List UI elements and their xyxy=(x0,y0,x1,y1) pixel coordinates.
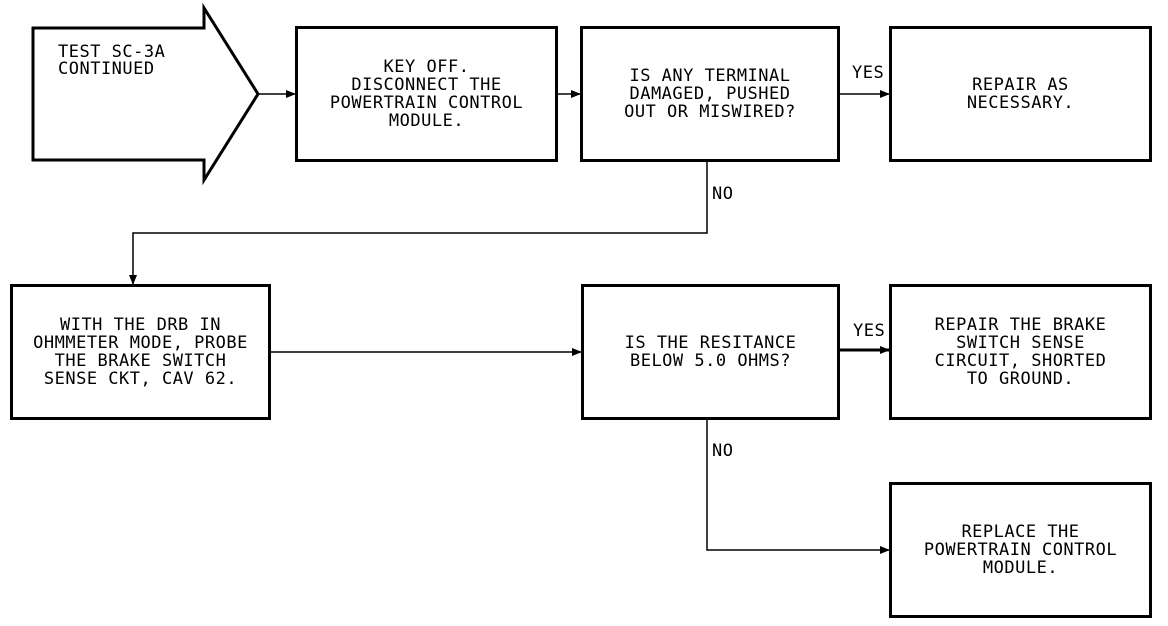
connector-question-no xyxy=(129,162,708,285)
start-arrow-shape xyxy=(31,2,260,186)
label-no-resistance: NO xyxy=(712,441,734,461)
start-label: TEST SC-3A CONTINUED xyxy=(58,42,166,79)
question-resistance: IS THE RESITANCE BELOW 5.0 OHMS? xyxy=(581,284,840,420)
question-terminal-damaged-text: IS ANY TERMINAL DAMAGED, PUSHED OUT OR M… xyxy=(624,66,796,122)
step-probe-circuit: WITH THE DRB IN OHMMETER MODE, PROBE THE… xyxy=(10,284,271,420)
step-repair-as-necessary: REPAIR AS NECESSARY. xyxy=(889,26,1152,162)
step-repair-brake-circuit: REPAIR THE BRAKE SWITCH SENSE CIRCUIT, S… xyxy=(889,284,1152,420)
step-key-off-text: KEY OFF. DISCONNECT THE POWERTRAIN CONTR… xyxy=(329,57,524,131)
step-replace-pcm-text: REPLACE THE POWERTRAIN CONTROL MODULE. xyxy=(923,522,1118,578)
label-yes-terminal: YES xyxy=(852,63,885,83)
step-repair-brake-circuit-text: REPAIR THE BRAKE SWITCH SENSE CIRCUIT, S… xyxy=(934,315,1107,389)
step-key-off: KEY OFF. DISCONNECT THE POWERTRAIN CONTR… xyxy=(295,26,558,162)
question-resistance-text: IS THE RESITANCE BELOW 5.0 OHMS? xyxy=(624,333,797,371)
step-replace-pcm: REPLACE THE POWERTRAIN CONTROL MODULE. xyxy=(889,482,1152,618)
step-repair-as-necessary-text: REPAIR AS NECESSARY. xyxy=(966,75,1075,113)
connector-resistance-no xyxy=(706,420,890,554)
label-yes-resistance: YES xyxy=(853,321,886,341)
label-no-terminal: NO xyxy=(712,184,734,204)
question-terminal-damaged: IS ANY TERMINAL DAMAGED, PUSHED OUT OR M… xyxy=(580,26,840,162)
step-probe-circuit-text: WITH THE DRB IN OHMMETER MODE, PROBE THE… xyxy=(33,315,248,389)
